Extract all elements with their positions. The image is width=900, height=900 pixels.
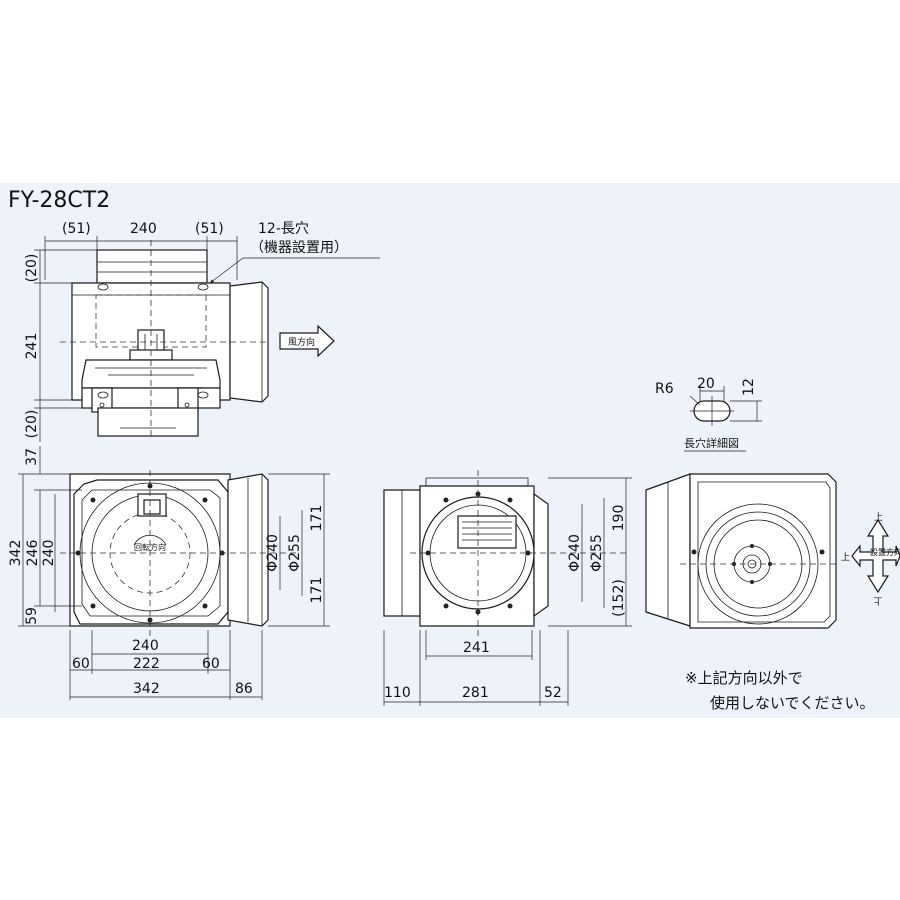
front-dim-bottom-60-right: 60 xyxy=(202,656,220,672)
side-dim-bottom-281: 281 xyxy=(462,685,489,701)
side-dim-phi240: Φ240 xyxy=(567,534,583,572)
dim-top-right: (51) xyxy=(195,221,224,237)
dim-left-2: 241 xyxy=(24,333,40,360)
front-dim-59: 59 xyxy=(24,607,40,625)
slot-detail-label: 長穴詳細図 xyxy=(684,436,739,450)
dim-left-3: (20) xyxy=(24,410,40,439)
side-dim-bottom-241: 241 xyxy=(463,640,490,656)
install-direction-label: 設置方向 xyxy=(870,547,900,557)
front-dim-bottom-222: 222 xyxy=(133,656,160,672)
slot-height: 12 xyxy=(741,378,757,396)
dim-left-1: (20) xyxy=(24,254,40,283)
front-dim-240: 240 xyxy=(41,540,57,567)
front-dim-bottom-60-left: 60 xyxy=(72,656,90,672)
dim-top-left: (51) xyxy=(62,221,91,237)
bottom-view xyxy=(645,473,840,629)
side-dim-bottom-52: 52 xyxy=(544,685,562,701)
front-view: 回転方向 37 342 246 240 59 Φ240 Φ255 xyxy=(8,446,330,700)
side-view: Φ240 Φ255 190 (152) 241 110 281 52 xyxy=(383,470,632,706)
front-dim-phi255: Φ255 xyxy=(287,534,303,572)
top-view: (51) 240 (51) (20) 241 (20) 12-長穴 （機器設置用… xyxy=(24,221,380,442)
front-dim-bottom-342: 342 xyxy=(133,681,160,697)
hole-note-1: 12-長穴 xyxy=(258,221,309,237)
front-dim-37: 37 xyxy=(24,448,40,466)
front-dim-bottom-86: 86 xyxy=(235,681,253,697)
side-dim-phi255: Φ255 xyxy=(589,534,605,572)
slot-radius: R6 xyxy=(655,381,674,397)
hole-note-2: （機器設置用） xyxy=(250,240,348,256)
front-dim-342: 342 xyxy=(8,540,24,567)
front-dim-246: 246 xyxy=(25,540,41,567)
note-line-2: 使用しないでください。 xyxy=(710,694,875,712)
install-up-label: 上 xyxy=(874,512,883,523)
side-dim-152: (152) xyxy=(611,579,627,617)
install-down-label: 上 xyxy=(873,595,882,606)
model-title: FY-28CT2 xyxy=(8,188,110,213)
dim-top-center: 240 xyxy=(130,221,157,237)
slot-width: 20 xyxy=(697,376,715,392)
side-dim-bottom-110: 110 xyxy=(384,685,411,701)
slot-detail: R6 20 12 長穴詳細図 xyxy=(655,376,762,452)
note-line-1: ※上記方向以外で xyxy=(685,669,803,687)
install-direction: 上 上 上 設置方向 xyxy=(841,512,900,606)
front-dim-bottom-240: 240 xyxy=(132,638,159,654)
side-dim-190: 190 xyxy=(611,505,627,532)
flow-direction-label: 風方向 xyxy=(288,336,315,348)
front-dim-171-top: 171 xyxy=(309,505,325,532)
install-left-label: 上 xyxy=(841,552,850,563)
front-dim-phi240: Φ240 xyxy=(265,534,281,572)
rotation-label: 回転方向 xyxy=(134,542,166,552)
front-dim-171-bottom: 171 xyxy=(309,577,325,604)
